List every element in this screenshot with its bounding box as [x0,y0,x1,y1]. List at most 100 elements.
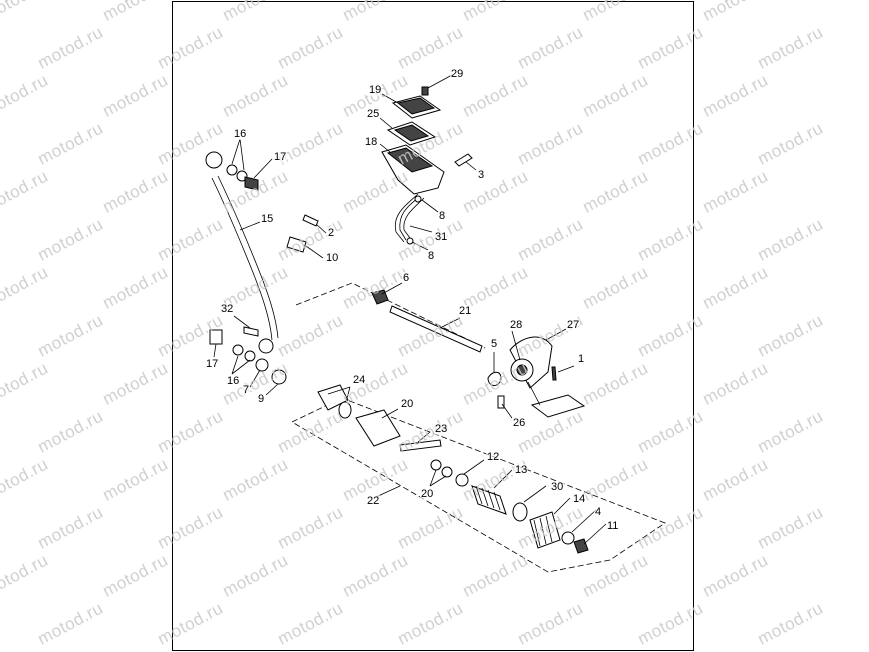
screw-29 [421,86,429,96]
leader-20b [429,469,447,487]
callout-28: 28 [509,319,524,331]
callout-15: 15 [260,213,275,225]
clamp-8b [406,237,414,245]
callout-16: 16 [233,128,248,140]
callout-20a: 20 [400,398,415,410]
leader-15 [239,221,261,231]
leader-10 [305,245,324,259]
pushrod-23 [399,439,442,452]
leader-19 [381,93,399,104]
washer-30 [512,502,528,522]
leader-16 [231,138,245,171]
callout-32: 32 [220,303,235,315]
leader-6 [381,282,403,295]
leader-8a [421,199,439,213]
leader-21 [439,317,461,329]
callout-30: 30 [550,481,565,493]
leader-8b [411,241,429,251]
washer-16d [244,350,256,362]
callout-21: 21 [458,305,473,317]
callout-12: 12 [486,451,501,463]
leader-16b [231,355,251,375]
cylinder-body [317,384,349,411]
leader-2 [315,223,327,234]
leader-18 [379,143,391,153]
leader-27 [545,328,567,341]
callout-20b: 20 [420,488,435,500]
washer-4 [561,531,575,545]
pedal-pad [530,394,586,418]
callout-13: 13 [514,464,529,476]
cylinder-assembly-outline [291,397,666,573]
reservoir-cap-top [396,97,436,115]
brake-line-15 [211,177,273,341]
callout-10: 10 [325,252,340,264]
callout-25: 25 [366,108,381,120]
callout-18: 18 [364,136,379,148]
callout-5: 5 [490,338,499,350]
spring-13-coils [475,485,501,511]
boot-14 [529,511,561,549]
bolt-26 [497,395,505,409]
callout-11: 11 [606,520,620,532]
hose-31-edge [394,193,419,243]
leader-32 [233,315,251,329]
pedal-stem [527,381,541,406]
pedal-arm-27 [509,336,553,389]
callout-19: 19 [368,84,383,96]
leader-26 [501,403,513,419]
callout-31: 31 [434,231,449,243]
callout-6: 6 [402,272,411,284]
leader-28 [511,330,521,361]
washer-16a [226,164,238,176]
callout-17b: 17 [205,358,220,370]
leader-7 [249,369,261,388]
bolt-2 [302,214,319,227]
callout-1: 1 [577,353,586,365]
pivot-28-bore [516,364,528,376]
washer-20a [430,459,442,471]
callout-27: 27 [566,319,581,331]
screw-3 [454,153,473,167]
shaft-21 [389,305,483,353]
leader-24 [327,386,351,403]
washer-20b [441,466,453,478]
leader-17a [253,158,273,179]
nut-6 [371,289,389,305]
banjo-fitting-bottom [258,338,274,354]
callout-7: 7 [242,384,251,396]
reservoir-gasket-inner [393,124,430,142]
callout-23: 23 [434,423,449,435]
clip-5 [487,371,502,386]
washer-9 [271,369,287,385]
callout-22: 22 [366,495,381,507]
leader-11 [583,523,607,545]
callout-3: 3 [477,169,486,181]
piston-20 [355,409,401,447]
leader-31 [409,225,433,233]
leader-13 [493,469,513,489]
callout-29: 29 [450,68,465,80]
leader-12 [463,459,485,475]
bolt-17-top [244,176,259,191]
shaft-assembly-outline [295,282,486,349]
banjo-fitting-top [205,151,223,169]
callout-24: 24 [352,374,367,386]
brake-line-15b [217,175,279,339]
hose-31 [399,195,421,241]
sleeve-10 [286,236,307,253]
reservoir-body-top [386,147,434,173]
callout-14: 14 [572,493,587,505]
callout-26: 26 [512,417,527,429]
washer-16c [232,344,244,356]
leader-30 [523,485,547,503]
seal-24 [338,401,352,419]
leader-14 [553,497,571,515]
callout-16b: 16 [226,375,241,387]
leader-23 [417,431,431,443]
callout-8a: 8 [438,210,447,222]
leader-25 [379,117,393,129]
leader-3 [465,161,477,171]
fitting-32 [243,326,259,337]
